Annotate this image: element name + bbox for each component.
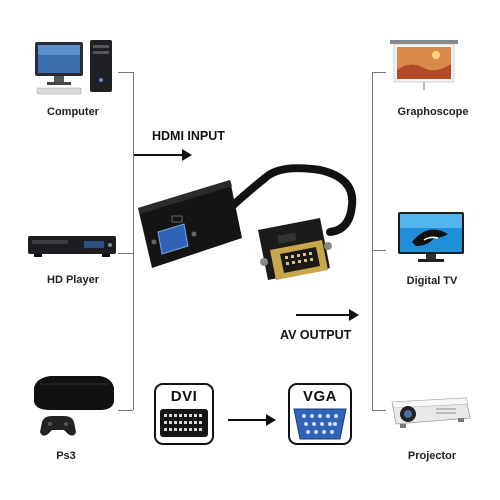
right-link-bottom (372, 410, 386, 411)
digital-tv-icon (398, 212, 464, 262)
dvi-badge-label: DVI (170, 388, 198, 405)
dvi-to-vga-arrow (228, 414, 276, 426)
device-label-hd-player: HD Player (47, 274, 99, 286)
projector-screen-icon (390, 40, 458, 90)
device-label-digital-tv: Digital TV (406, 275, 458, 287)
vga-badge-label: VGA (302, 388, 338, 405)
hd-player-icon (28, 236, 116, 257)
hdmi-input-label: HDMI INPUT (152, 129, 225, 143)
device-label-computer: Computer (47, 106, 99, 118)
left-link-mid (118, 253, 133, 254)
left-bracket-line (133, 72, 134, 410)
ps3-console-icon (34, 376, 114, 436)
left-link-top (118, 72, 133, 73)
device-label-graphoscope: Graphoscope (397, 106, 469, 118)
right-link-mid (372, 250, 386, 251)
av-output-label: AV OUTPUT (280, 328, 352, 342)
av-output-arrow (296, 309, 359, 321)
device-label-ps3: Ps3 (56, 450, 76, 462)
dvi-port-badge (154, 383, 214, 445)
right-link-top (372, 72, 386, 73)
dvi-to-vga-adapter (138, 164, 357, 280)
right-bracket-line (372, 72, 373, 410)
hdmi-input-arrow (134, 149, 192, 161)
vga-port-badge (288, 383, 352, 445)
computer-icon (35, 40, 112, 95)
projector-icon (391, 397, 471, 428)
device-label-projector: Projector (407, 450, 457, 462)
left-link-bottom (118, 410, 133, 411)
